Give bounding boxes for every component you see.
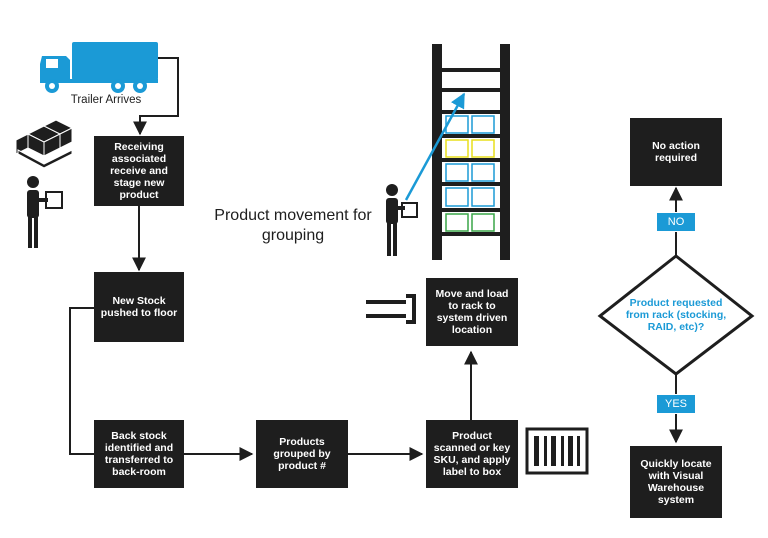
movement-arrow [404,92,466,201]
yes-tag: YES [657,395,695,413]
rack-caption: Product movement for grouping [214,207,372,244]
decision-text: Product requested from rack (stocking, R… [625,297,727,333]
barcode-icon [525,427,589,475]
worker-icon [27,176,63,248]
decision-diamond [597,254,755,376]
rack-icon [432,44,510,260]
receiving-box: Receiving associated receive and stage n… [94,136,184,206]
truck-icon [40,42,158,93]
grouped-box: Products grouped by product # [256,420,348,488]
forklift-icon [366,294,416,324]
new-stock-box: New Stock pushed to floor [94,272,184,342]
move-load-box: Move and load to rack to system driven l… [426,278,518,346]
no-action-box: No action required [630,118,722,186]
back-stock-box: Back stock identified and transferred to… [94,420,184,488]
no-tag: NO [657,213,695,231]
pallet-boxes-icon [15,119,74,169]
connectors [69,57,683,461]
worker-icon [386,184,418,256]
quick-locate-box: Quickly locate with Visual Warehouse sys… [630,446,722,518]
trailer-label: Trailer Arrives [70,94,142,106]
scanned-box: Product scanned or key SKU, and apply la… [426,420,518,488]
